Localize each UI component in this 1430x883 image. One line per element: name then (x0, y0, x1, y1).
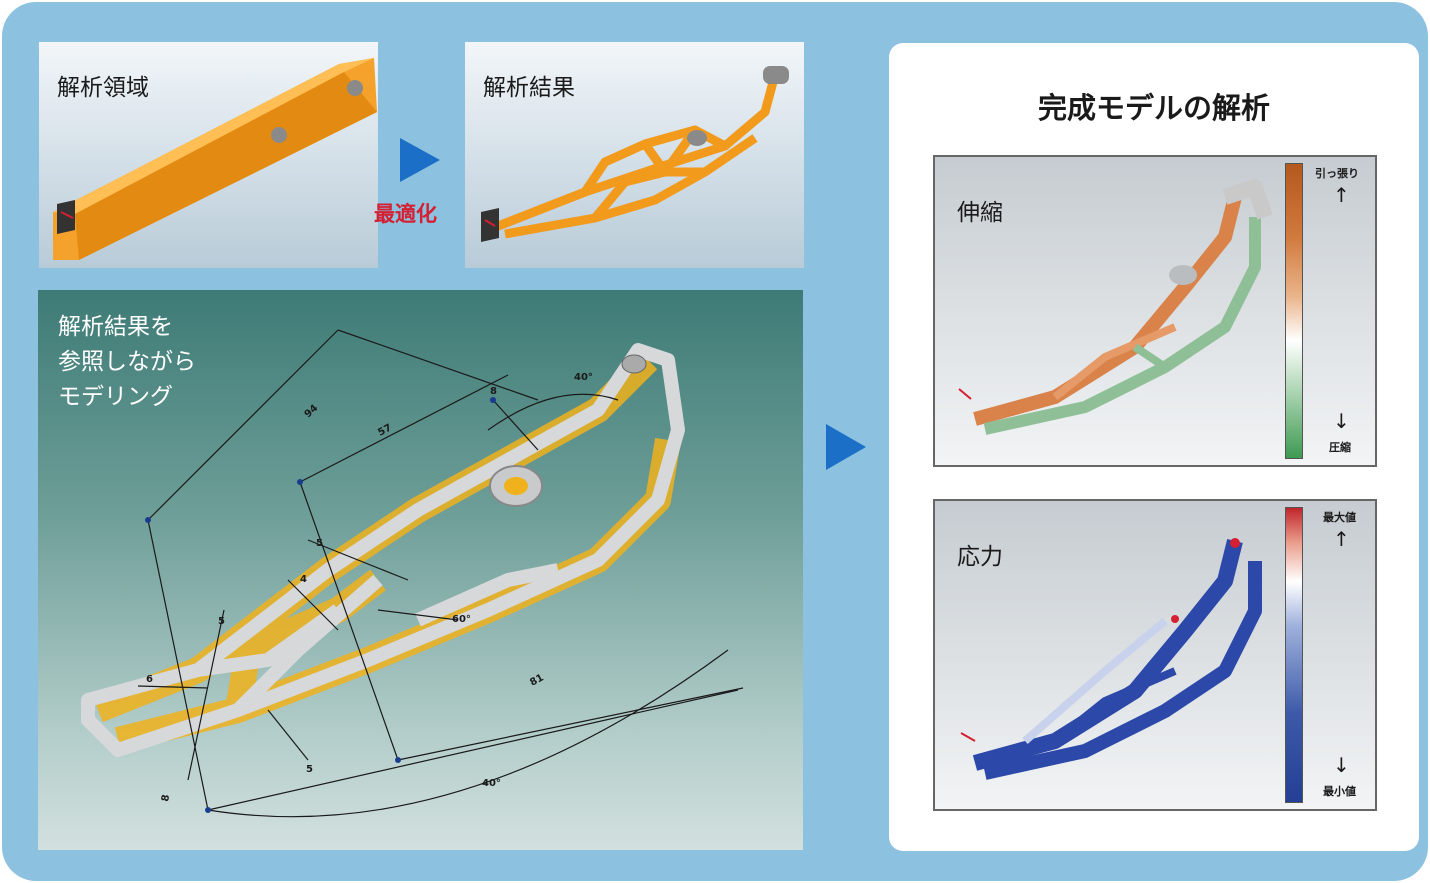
analysis-domain-label: 解析領域 (57, 75, 149, 101)
dim-8a: 8 (490, 386, 497, 397)
dim-40b: 40° (482, 778, 501, 789)
strain-model (958, 179, 1273, 435)
play-triangle-icon (826, 424, 866, 470)
analysis-result-model (481, 66, 789, 242)
stress-down-arrow: ↓ (1333, 753, 1350, 777)
stress-colorbar (1285, 507, 1303, 803)
modeling-panel: 解析結果を 参照しながら モデリング (38, 290, 803, 850)
dim-5b: 5 (218, 616, 225, 627)
analysis-domain-panel: 解析領域 (39, 42, 378, 268)
optimize-label: 最適化 (374, 202, 437, 226)
strain-colorbar (1285, 163, 1303, 459)
stress-top-label: 最大値 (1323, 511, 1356, 524)
analysis-domain-model (53, 58, 377, 260)
dim-8b: 8 (160, 794, 172, 803)
play-triangle-icon (400, 138, 440, 182)
dim-60: 60° (452, 614, 471, 625)
strain-result: 伸縮 引っ張り ↑ ↓ 圧縮 (933, 155, 1377, 467)
dim-5c: 5 (306, 764, 313, 775)
final-title: 完成モデルの解析 (1037, 91, 1270, 125)
analysis-result-panel: 解析結果 (465, 42, 804, 268)
modeling-label-line3: モデリング (58, 384, 173, 410)
modeling-label-line1: 解析結果を (58, 314, 173, 340)
strain-up-arrow: ↑ (1333, 183, 1350, 207)
strain-down-arrow: ↓ (1333, 409, 1350, 433)
dim-4: 4 (300, 574, 307, 585)
strain-top-label: 引っ張り (1315, 167, 1359, 180)
dim-40a: 40° (574, 372, 593, 383)
stress-label: 応力 (957, 544, 1003, 570)
final-model-card: 完成モデルの解析 伸縮 引っ張り ↑ ↓ 圧縮 応 (889, 43, 1419, 851)
dim-94: 94 (303, 403, 321, 421)
stress-result: 応力 最大値 ↑ ↓ 最小値 (933, 499, 1377, 811)
dim-6: 6 (146, 674, 153, 685)
analysis-result-label: 解析結果 (483, 75, 575, 101)
dim-5a: 5 (316, 538, 323, 549)
dim-57: 57 (376, 422, 393, 438)
strain-label: 伸縮 (957, 200, 1003, 226)
strain-bottom-label: 圧縮 (1329, 441, 1351, 454)
dim-81: 81 (528, 672, 545, 688)
stress-bottom-label: 最小値 (1323, 785, 1356, 798)
stress-model (960, 538, 1262, 780)
modeling-label-line2: 参照しながら (58, 349, 196, 375)
bracket-model: 94 57 8 40° 5 4 5 6 60° 81 5 8 40° (81, 329, 744, 818)
stress-up-arrow: ↑ (1333, 527, 1350, 551)
